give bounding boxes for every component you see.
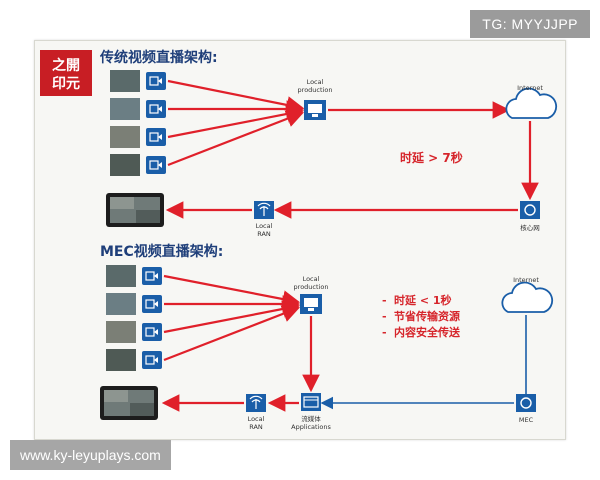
- benefit-security: 内容安全传送: [394, 325, 461, 339]
- bottom-cameras: [106, 265, 162, 371]
- bottom-cloud-icon: [501, 281, 554, 313]
- benefit-latency: 时延 < 1秒: [394, 293, 452, 307]
- svg-text:-: -: [382, 326, 387, 339]
- top-local-label-2: production: [298, 86, 333, 94]
- logo-line2: 印元: [52, 75, 80, 92]
- bottom-ran-label-2: RAN: [249, 423, 263, 431]
- streaming-app-icon: [301, 393, 321, 411]
- video-thumbnail: [110, 154, 140, 176]
- streaming-label-2: Applications: [291, 423, 331, 431]
- logo: 之開 印元: [40, 50, 92, 96]
- camera-icon: [142, 323, 162, 341]
- benefit-bandwidth: 节省传输资源: [394, 309, 460, 323]
- mec-icon: [516, 394, 536, 412]
- watermark-bottom: www.ky-leyuplays.com: [10, 440, 171, 470]
- bottom-local-label-2: production: [294, 283, 329, 291]
- bottom-local-label-1: Local: [303, 275, 320, 283]
- bottom-ran-label-1: Local: [248, 415, 265, 423]
- core-label: 核心网: [520, 223, 540, 232]
- video-thumbnail: [106, 293, 136, 315]
- top-internet-label: Internet: [517, 84, 543, 92]
- streaming-label-1: 流媒体: [301, 414, 321, 423]
- camera-icon: [146, 156, 166, 174]
- bottom-title: MEC视频直播架构:: [100, 243, 223, 260]
- video-thumbnail: [110, 70, 140, 92]
- bottom-local-production-icon: [300, 294, 322, 314]
- camera-icon: [146, 100, 166, 118]
- camera-icon: [146, 72, 166, 90]
- bottom-tablet: [100, 386, 158, 420]
- mec-label: MEC: [519, 416, 534, 424]
- bottom-camera-arrows: [163, 274, 301, 362]
- top-tablet: [106, 193, 164, 227]
- top-ran-icon: [254, 201, 274, 219]
- top-ran-label-2: RAN: [257, 230, 271, 238]
- top-camera-arrows: [167, 79, 305, 167]
- video-thumbnail: [110, 98, 140, 120]
- core-network-icon: [520, 201, 540, 219]
- top-cameras: [110, 70, 166, 176]
- video-thumbnail: [106, 265, 136, 287]
- svg-text:-: -: [382, 294, 387, 307]
- camera-icon: [142, 351, 162, 369]
- video-thumbnail: [110, 126, 140, 148]
- bottom-internet-label: Internet: [513, 276, 539, 284]
- svg-text:-: -: [382, 310, 387, 323]
- camera-icon: [142, 295, 162, 313]
- camera-icon: [146, 128, 166, 146]
- top-title: 传统视频直播架构:: [99, 49, 218, 66]
- top-cloud-icon: [505, 87, 558, 119]
- top-ran-label-1: Local: [256, 222, 273, 230]
- video-thumbnail: [106, 349, 136, 371]
- logo-line1: 之開: [52, 57, 80, 74]
- top-latency: 时延 > 7秒: [400, 150, 463, 165]
- camera-icon: [142, 267, 162, 285]
- top-local-label-1: Local: [307, 78, 324, 86]
- benefits-list: - 时延 < 1秒 - 节省传输资源 - 内容安全传送: [382, 293, 461, 339]
- top-local-production-icon: [304, 100, 326, 120]
- video-thumbnail: [106, 321, 136, 343]
- bottom-ran-icon: [246, 394, 266, 412]
- watermark-top: TG: MYYJJPP: [470, 10, 590, 38]
